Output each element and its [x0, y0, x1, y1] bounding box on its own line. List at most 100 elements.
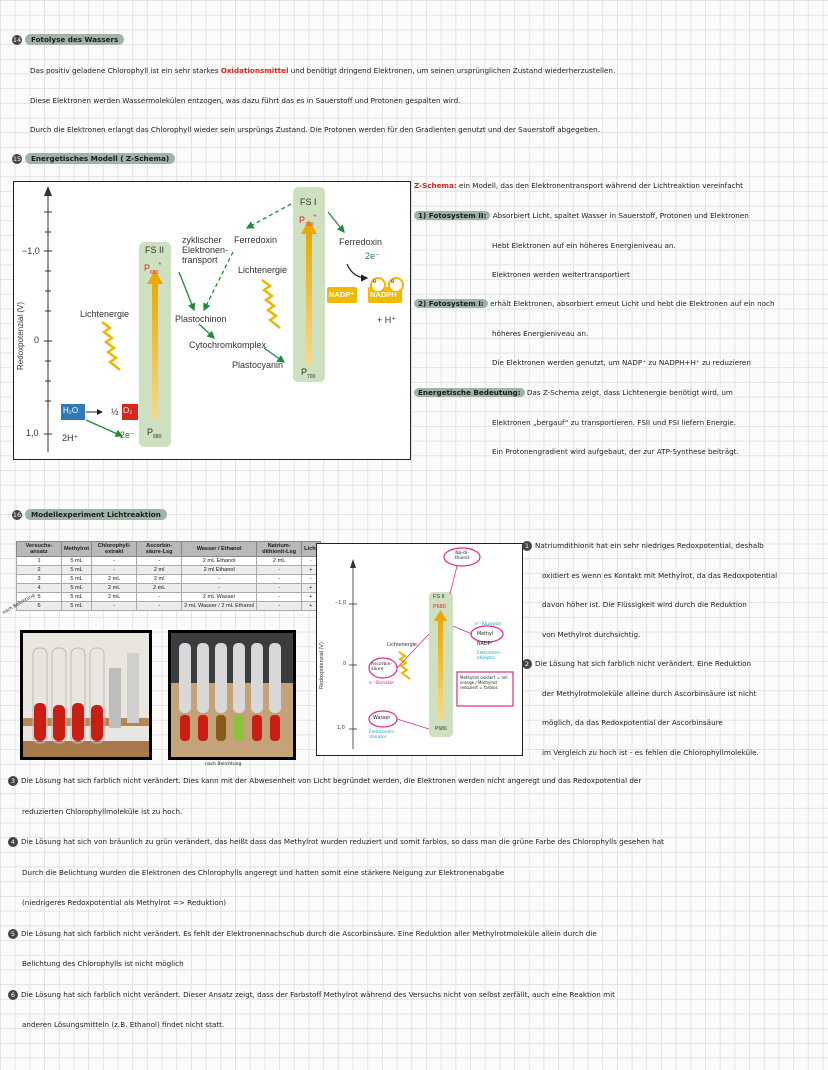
dithionite-label: Na-di-thionit [454, 551, 470, 561]
water-label: Wasser [373, 716, 391, 721]
note-text: möglich, da das Redoxpotential der Ascor… [542, 718, 723, 727]
note-text: reduzierten Chlorophyllmoleküle ist zu h… [22, 806, 183, 816]
note-text: Die Lösung hat sich farblich nicht verän… [21, 776, 642, 785]
note-line: Ein Protonengradient wird aufgebaut, der… [492, 447, 739, 457]
test-tubes-illustration [23, 647, 149, 757]
nadph-label: NADPH [370, 290, 397, 299]
table-cell: 1 [16, 556, 62, 566]
note-text: Das Z-Schema zeigt, dass Lichtenergie be… [524, 388, 733, 397]
note-text: Die Elektronen werden genutzt, um NADP⁺ … [492, 358, 751, 367]
y-axis-label: Redoxpotenzial (V) [16, 301, 25, 370]
p700-star-label: P700* [299, 212, 317, 228]
note-number: 6 [8, 989, 18, 1000]
table-cell: - [256, 565, 303, 575]
note-key: Z-Schema: [414, 181, 457, 190]
note-line: Hebt Elektronen auf ein höheres Energien… [492, 241, 676, 251]
note-line: davon höher ist. Die Flüssigkeit wird du… [542, 600, 747, 610]
y-tick-label: 1,0 [26, 428, 39, 438]
table-cell: 2 ml Ethanol [181, 565, 258, 575]
table-cell: - [91, 565, 138, 575]
table-cell: 5 mL [60, 583, 93, 593]
light-energy-label: Lichtenergie [238, 265, 288, 275]
model-experiment-svg [349, 547, 514, 749]
note-text: Durch die Belichtung wurden die Elektron… [22, 867, 505, 877]
methyl-red-note: Methylrot oxidiert = rot-orange / Methyl… [460, 675, 509, 690]
plastoquinone-label: Plastochinon [175, 314, 227, 324]
electron-acceptor-label: e⁻-Akzeptor [475, 622, 502, 627]
note-number: 3 [8, 776, 18, 786]
p680-star-label: P680 [433, 604, 446, 610]
proton-label: 2H⁺ [62, 433, 79, 443]
light-energy-label: Lichtenergie [387, 642, 417, 648]
nadp-label: NADP⁺ [477, 642, 493, 647]
y-tick-label: −1,0 [22, 246, 40, 256]
note-text: erhält Elektronen, absorbiert erneut Lic… [487, 299, 775, 308]
table-cell: 5 mL [60, 574, 93, 584]
table-cell: 3 [16, 574, 62, 584]
section-title: Energetisches Modell ( Z-Schema) [25, 153, 176, 164]
h2o-box [61, 404, 85, 420]
note-key: 1) Fotosystem II: [414, 211, 491, 220]
note-line: Elektronen werden weitertransportiert [492, 270, 630, 280]
electron-circle [388, 277, 404, 293]
electron-label: e⁻ [373, 279, 380, 285]
note-text: anderen Lösungsmitteln (z.B. Ethanol) fi… [22, 1020, 225, 1029]
ps2-excitation-arrow [152, 282, 158, 420]
table-cell: 5 mL [60, 556, 93, 566]
y-tick-label: 0 [34, 335, 40, 345]
note-line: Die Elektronen werden genutzt, um NADP⁺ … [492, 358, 751, 368]
note-text: Elektronen „bergauf“ zu transportieren. … [492, 418, 737, 427]
note-line: 1) Fotosystem II: Absorbiert Licht, spal… [414, 211, 749, 221]
text-line: Durch die Elektronen erlangt das Chlorop… [30, 125, 600, 134]
half-label: ½ [111, 407, 119, 417]
table-cell: - [136, 601, 183, 611]
table-cell: - [181, 583, 258, 593]
table-cell: 5 mL [60, 592, 93, 602]
z-scheme-svg [44, 186, 404, 452]
o2-label: O₂ [123, 406, 133, 415]
proton-label: + H⁺ [377, 315, 397, 325]
photo-test-tubes-after [168, 630, 296, 760]
note-line: möglich, da das Redoxpotential der Ascor… [542, 718, 723, 728]
note-key: 2) Fotosystem I: [414, 299, 488, 308]
text-segment: Das positiv geladene Chlorophyll ist ein… [30, 66, 221, 75]
electron-label: 2e⁻ [120, 430, 135, 440]
light-squiggle-1 [101, 321, 121, 371]
p700-label: P700 [301, 367, 316, 380]
model-experiment-diagram: Redoxpotenzial (V) −1,0 0 1,0 FS II P680… [316, 543, 523, 756]
ps1-label: FS I [300, 197, 317, 207]
note-text: (niedrigeres Redoxpotential als Methylro… [22, 898, 227, 907]
table-header-cell: Versuchs-ansatz [16, 541, 62, 557]
p680-star-label: P680* [144, 260, 162, 276]
photo-test-tubes-before [20, 630, 152, 760]
light-squiggle-2 [261, 279, 281, 329]
table-cell: - [91, 556, 138, 566]
ferredoxin-label: Ferredoxin [234, 235, 278, 245]
note-line: Energetische Bedeutung: Das Z-Schema zei… [414, 388, 733, 398]
note-line: Durch die Belichtung wurden die Elektron… [22, 868, 504, 878]
table-cell: 2 mL [136, 583, 183, 593]
note-line: 2) Fotosystem I: erhält Elektronen, abso… [414, 299, 775, 309]
electron-circle [370, 277, 386, 293]
table-cell: 5 mL [60, 601, 93, 611]
table-cell: 2 ml [136, 565, 183, 575]
ascorbic-acid-label: Ascorbin-säure [371, 662, 393, 672]
ps1-excitation-arrow [306, 232, 312, 365]
electron-donor-label: e⁻-Donator [369, 681, 394, 686]
cytochrome-label: Cytochromkomplex [189, 340, 267, 350]
table-header-cell: Wasser / Ethanol [181, 541, 258, 557]
plastocyanin-label: Plastocyanin [232, 360, 284, 370]
note-text: im Vergleich zu hoch ist - es fehlen die… [542, 747, 759, 757]
note-text: Die Lösung hat sich farblich nicht verän… [535, 659, 752, 668]
y-axis-ticks [44, 211, 52, 435]
